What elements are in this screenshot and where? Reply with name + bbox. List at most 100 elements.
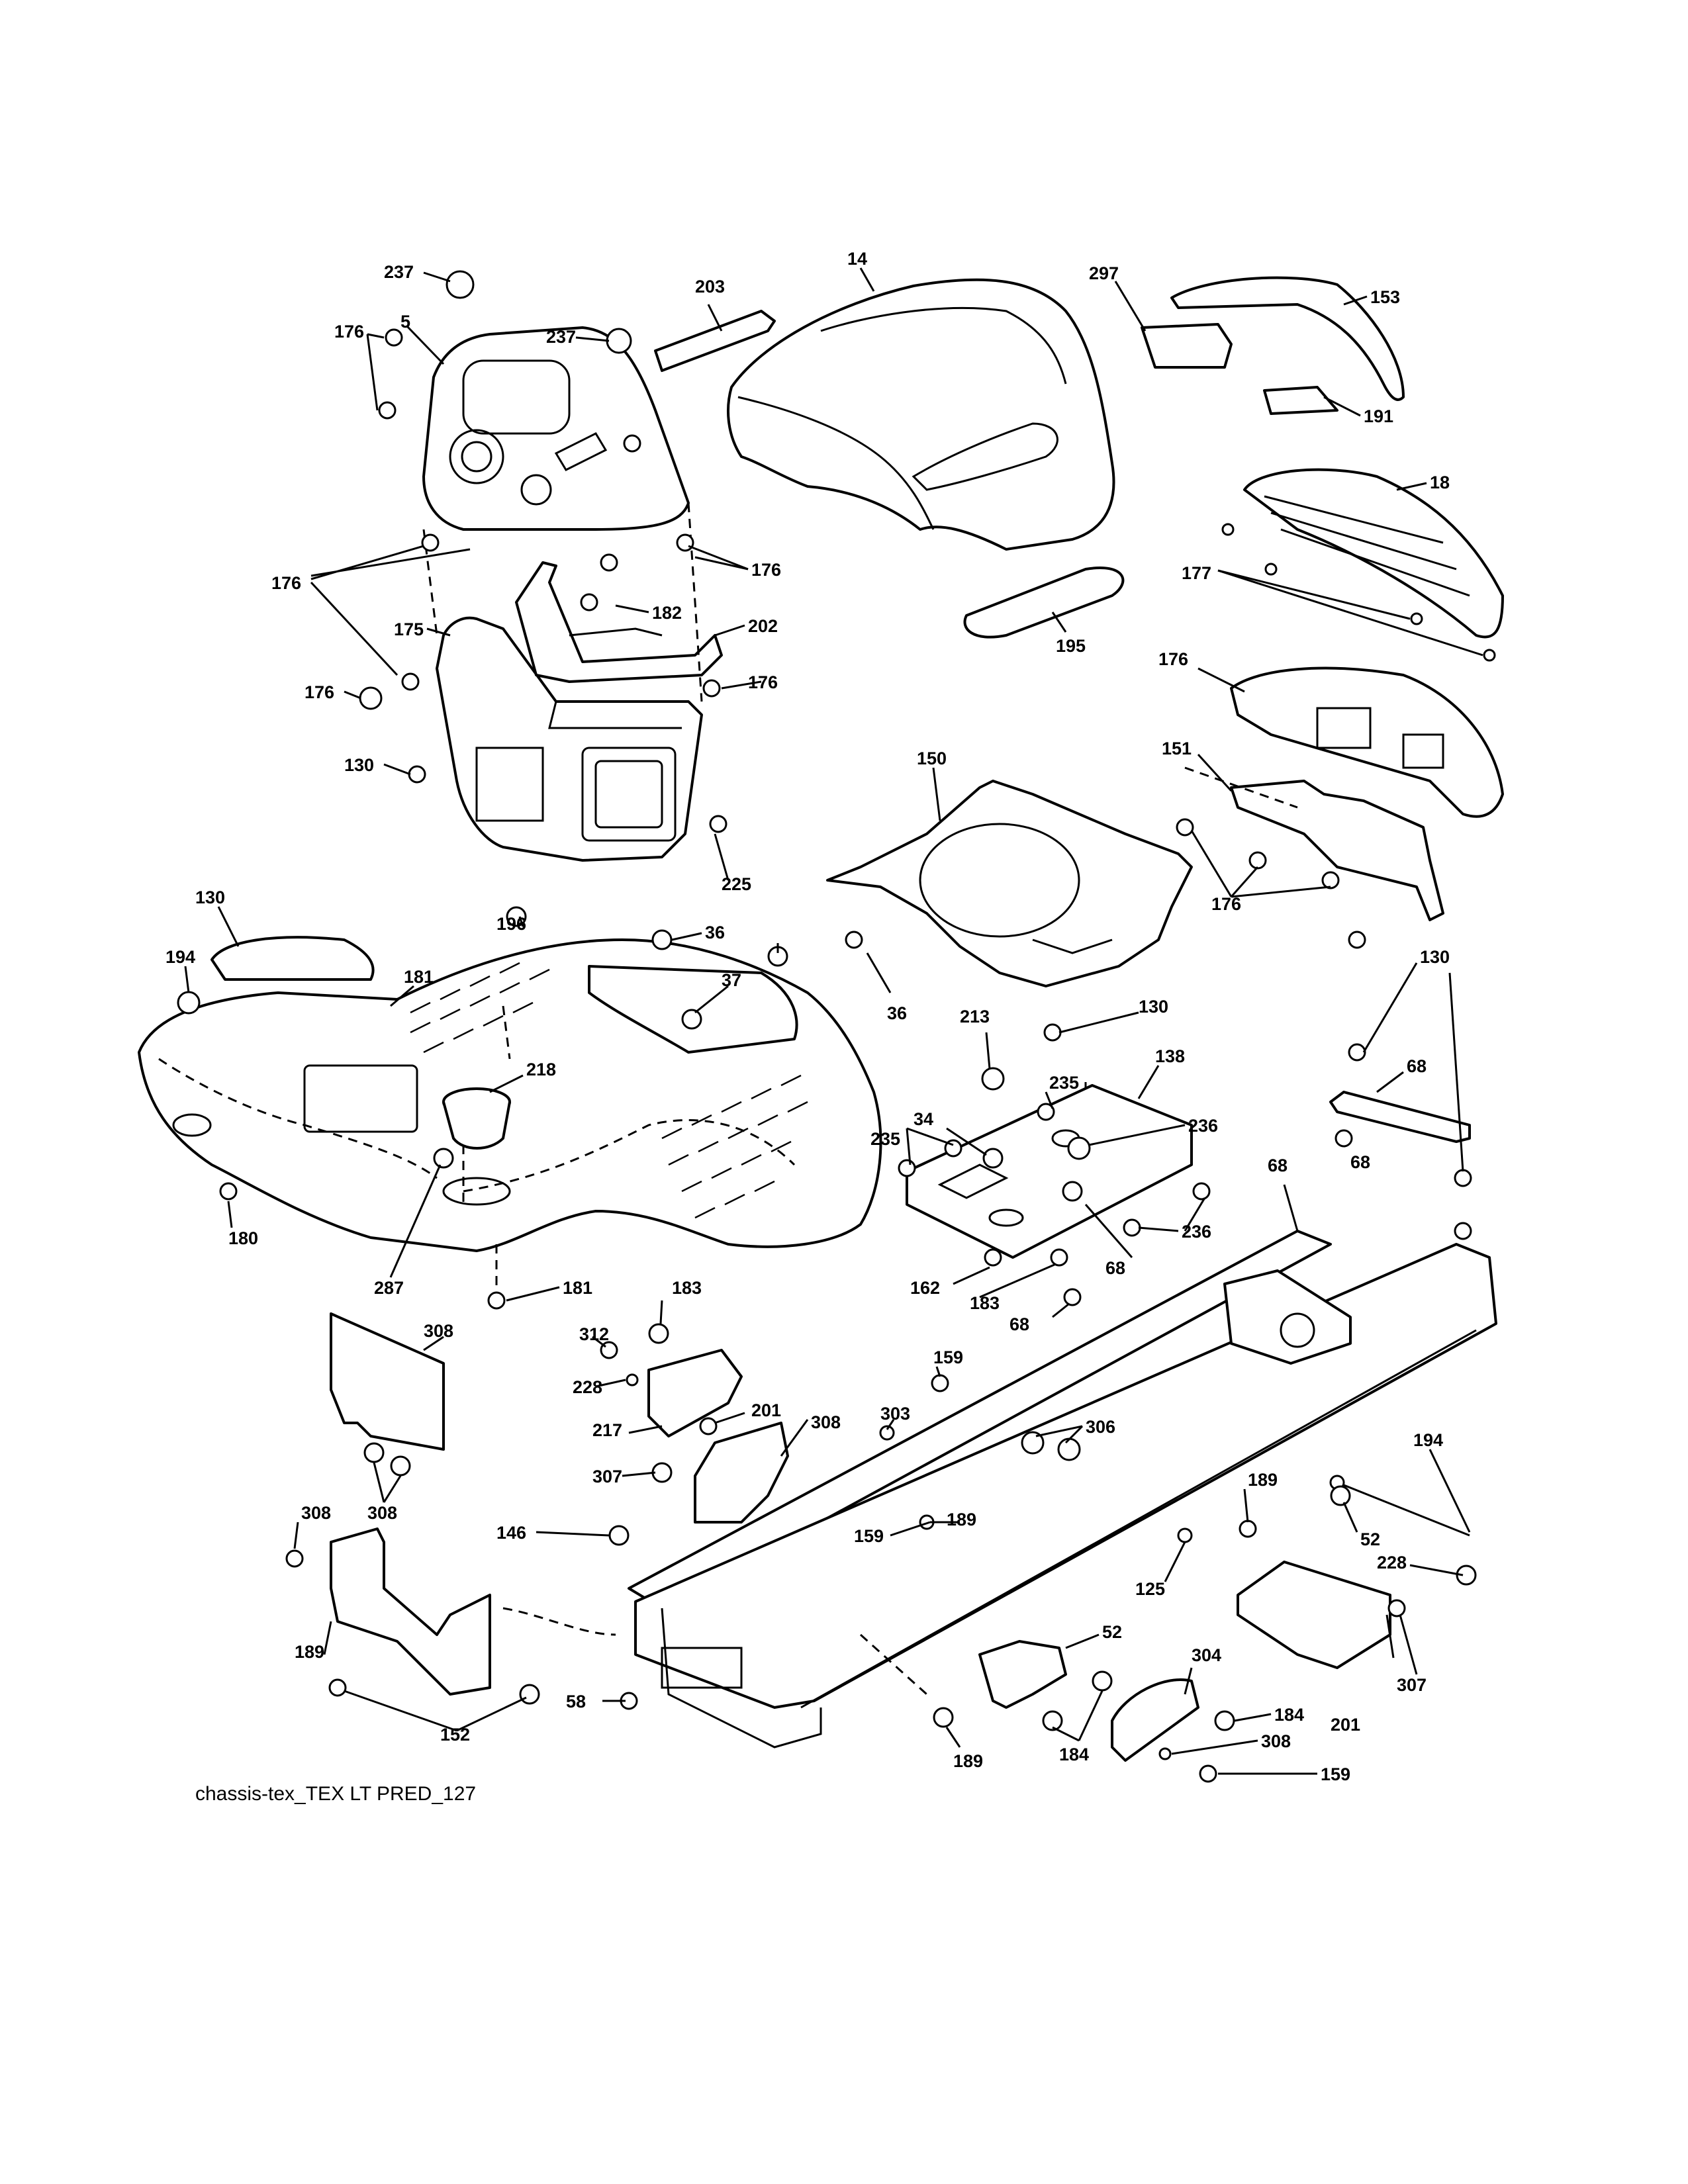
- callout-304: 52: [1102, 1622, 1122, 1642]
- callout-153: 153: [1370, 287, 1400, 307]
- bracket-151-part: [1230, 780, 1444, 921]
- callout-195: 176: [305, 682, 334, 702]
- callout-237-a: 237: [384, 262, 414, 282]
- callout-138: 218: [526, 1060, 556, 1079]
- rod-217-part: [1329, 1475, 1470, 1537]
- callout-235-a: 213: [960, 1007, 990, 1026]
- diagram-caption: chassis-tex_TEX LT PRED_127: [195, 1783, 476, 1805]
- callout-14: 14: [847, 249, 867, 269]
- callout-68-e: 236: [1182, 1222, 1211, 1242]
- callout-236-a: 34: [914, 1109, 933, 1129]
- callout-176-e: 130: [344, 755, 374, 775]
- leader-lines: [184, 267, 1483, 1775]
- callout-308-a: 183: [672, 1278, 702, 1298]
- callout-52-b: 228: [1377, 1553, 1407, 1572]
- callout-297: 297: [1089, 263, 1119, 283]
- grille-153-part: [1170, 276, 1405, 401]
- pad-191-part: [1263, 386, 1338, 415]
- bracket-307-upper-part: [647, 1349, 743, 1437]
- guard-307-lower-part: [1111, 1678, 1199, 1762]
- callout-194-b: 306: [1086, 1417, 1115, 1437]
- callout-184: 58: [566, 1692, 586, 1711]
- callout-183-b: 68: [1009, 1314, 1029, 1334]
- callout-196: 130: [195, 887, 225, 907]
- callout-175: 202: [748, 616, 778, 636]
- callout-217: 194: [1413, 1430, 1443, 1450]
- callout-130-d: 130: [1139, 997, 1168, 1017]
- callout-183-a: 162: [910, 1278, 940, 1298]
- callout-37: 181: [404, 967, 434, 987]
- bumper-225-part: [1230, 666, 1504, 818]
- callout-189-c: 307: [1397, 1675, 1427, 1695]
- callout-308-c: 307: [592, 1467, 622, 1486]
- callout-180: 68: [1268, 1156, 1288, 1175]
- bracket-218-part: [1329, 1091, 1471, 1143]
- plate-312-part: [330, 1312, 445, 1451]
- callout-201-a: 228: [573, 1377, 602, 1397]
- callout-labels: 237 203 14 297 153 5 176 237 191 18 176 …: [165, 249, 1450, 1784]
- callout-159-b: 146: [496, 1523, 526, 1543]
- bracket-304-part: [978, 1640, 1067, 1709]
- callout-68-b: 235: [870, 1129, 900, 1149]
- fender-deck-part: [138, 938, 882, 1252]
- callout-228-a: 159: [933, 1347, 963, 1367]
- lower-dash-part: [436, 616, 703, 862]
- fasteners: [177, 270, 1496, 1783]
- callout-189-b: 52: [1360, 1529, 1380, 1549]
- callout-176-a: 176: [334, 322, 364, 341]
- callout-34: 138: [1155, 1046, 1185, 1066]
- bracket-58-part: [330, 1527, 491, 1696]
- callout-228-b: 125: [1135, 1579, 1165, 1599]
- callout-213: 130: [1420, 947, 1450, 967]
- callout-146: 189: [947, 1510, 976, 1529]
- callout-225: 176: [1158, 649, 1188, 669]
- bracket-303-part: [694, 1422, 789, 1524]
- callout-194-a: 36: [705, 923, 725, 942]
- callout-159-a: 312: [579, 1324, 609, 1344]
- callout-308-e: 184: [1274, 1705, 1304, 1725]
- callout-36-a: 196: [496, 914, 526, 934]
- callout-130-a: 177: [1182, 563, 1211, 583]
- callout-303: 308: [811, 1412, 841, 1432]
- shield-152-part: [1237, 1561, 1391, 1669]
- trim-203-part: [654, 310, 776, 372]
- callout-36-b: 37: [722, 970, 741, 990]
- callout-58: 189: [295, 1642, 324, 1662]
- callout-203: 203: [695, 277, 725, 296]
- callout-308-d: 308: [367, 1503, 397, 1523]
- callout-307-a: 217: [592, 1420, 622, 1440]
- callout-176-c: 176: [271, 573, 301, 593]
- callout-201-b: 308: [1261, 1731, 1291, 1751]
- callout-189-d: 152: [440, 1725, 470, 1745]
- callout-130-c: 36: [887, 1003, 907, 1023]
- dash-panel-part: [422, 326, 690, 531]
- callout-176-b: 176: [751, 560, 781, 580]
- callout-236-b: 68: [1105, 1258, 1125, 1278]
- pad-297-part: [1141, 323, 1233, 369]
- callout-151: 151: [1162, 739, 1192, 758]
- callout-202: 195: [1056, 636, 1086, 656]
- callout-150: 150: [917, 749, 947, 768]
- callout-152: 201: [1331, 1715, 1360, 1735]
- callout-68-a: 235: [1049, 1073, 1079, 1093]
- callout-5: 5: [400, 312, 410, 332]
- callout-191: 191: [1364, 406, 1393, 426]
- callout-176-d: 176: [748, 672, 778, 692]
- lens-202-part: [963, 567, 1125, 639]
- plate-34-part: [906, 1084, 1193, 1259]
- callout-159-d: 159: [1321, 1764, 1350, 1784]
- callout-237-b: 237: [546, 327, 576, 347]
- floor-pan-part: [826, 780, 1193, 987]
- callout-287: 180: [228, 1228, 258, 1248]
- callout-182: 175: [394, 619, 424, 639]
- callout-159-c: 189: [953, 1751, 983, 1771]
- callout-130-b: 176: [1211, 894, 1241, 914]
- main-frame-part: [628, 1230, 1497, 1749]
- boot-138-part: [442, 1087, 511, 1150]
- callout-308-f: 184: [1059, 1745, 1089, 1764]
- callout-177: 182: [652, 603, 682, 623]
- grille-18-part: [1243, 468, 1504, 639]
- seat-pad-196-part: [211, 936, 375, 981]
- callout-218: 68: [1407, 1056, 1427, 1076]
